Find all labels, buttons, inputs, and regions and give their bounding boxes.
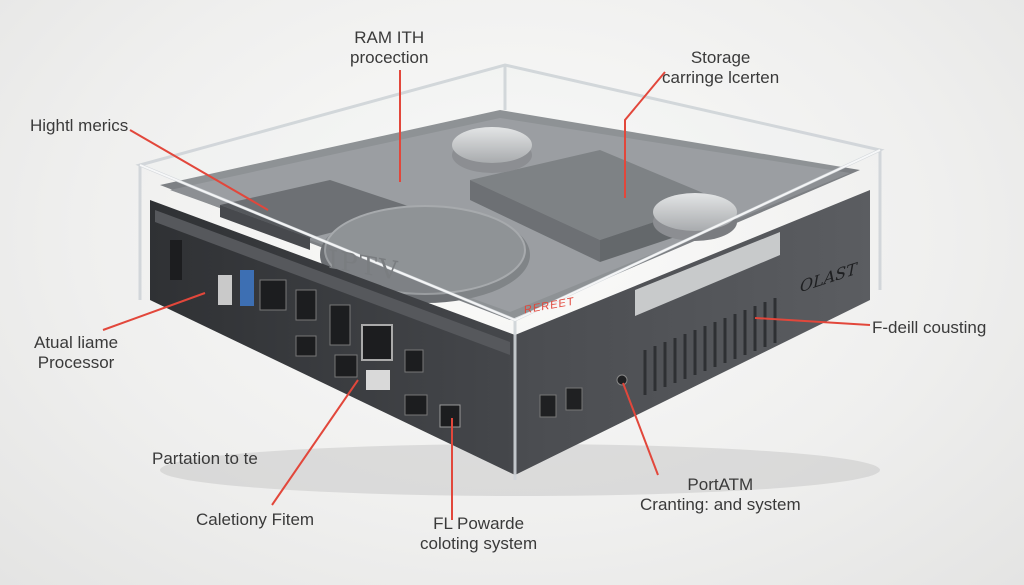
cooling-disc-1 <box>452 127 532 173</box>
shell-edge-highlight <box>139 149 881 322</box>
leader-metrics <box>129 129 269 211</box>
label-ram-line2: procection <box>350 48 429 67</box>
label-processor-line2: Processor <box>37 353 115 372</box>
label-fdell: F-deill cousting <box>872 318 986 338</box>
label-storage-line2: carringe lcerten <box>662 68 780 87</box>
label-metrics-line1: Hightl merics <box>30 116 129 135</box>
label-metrics: Hightl merics <box>30 116 128 136</box>
label-partation-line1: Partation to te <box>152 449 258 468</box>
leader-storage <box>624 71 666 198</box>
central-disc <box>320 205 530 303</box>
leader-caletiony <box>271 379 359 506</box>
label-caletiony: Caletiony Fitem <box>196 510 314 530</box>
leader-fdell <box>754 317 871 326</box>
label-ram-protection: RAM ITH procection <box>350 28 428 68</box>
label-fdell-line1: F-deill cousting <box>872 318 987 337</box>
label-portatm-line2: Cranting: and system <box>640 495 801 514</box>
front-ports <box>170 240 461 428</box>
leader-portatm <box>622 382 659 476</box>
label-fl-power: FL Powarde coloting system <box>420 514 537 554</box>
label-fl-power-line2: coloting system <box>420 534 538 553</box>
heatsink-left <box>220 180 420 250</box>
leader-lines <box>102 70 871 520</box>
label-partation: Partation to te <box>152 449 258 469</box>
label-storage-line1: Storage <box>690 48 751 67</box>
label-processor-line1: Atual liame <box>34 333 119 352</box>
label-storage: Storage carringe lcerten <box>662 48 779 88</box>
label-processor: Atual liame Processor <box>34 333 118 373</box>
label-portatm: PortATM Cranting: and system <box>640 475 801 515</box>
cooling-disc-2 <box>653 193 737 241</box>
label-caletiony-line1: Caletiony Fitem <box>196 510 315 529</box>
label-fl-power-line1: FL Powarde <box>433 514 525 533</box>
device-side-face <box>515 190 870 475</box>
label-portatm-line1: PortATM <box>687 475 754 494</box>
label-ram-line1: RAM ITH <box>354 28 425 47</box>
leader-processor <box>102 292 206 331</box>
